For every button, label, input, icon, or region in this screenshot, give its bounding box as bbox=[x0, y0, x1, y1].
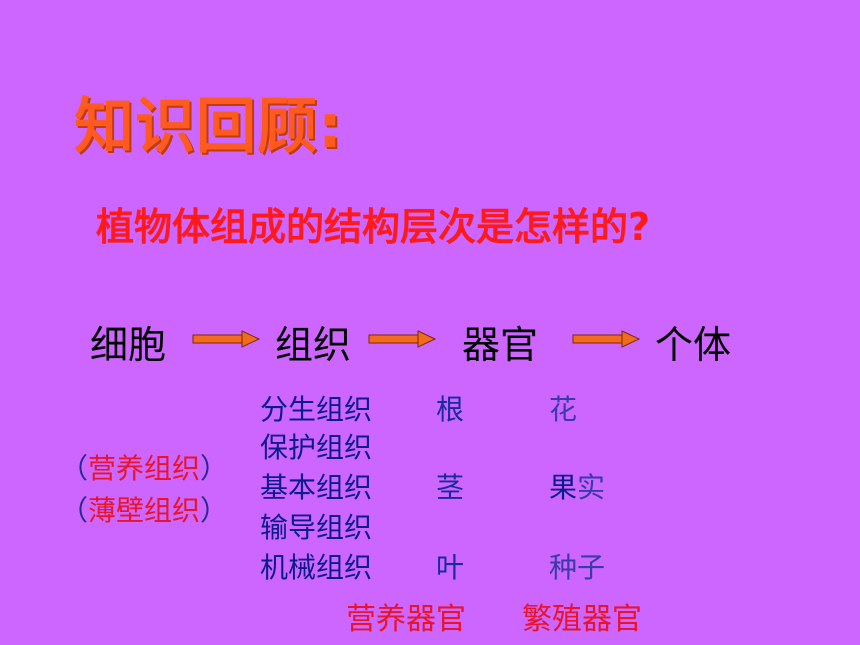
flow-arrow-icon bbox=[572, 330, 640, 348]
label-vegetative-organs: 营养器官 bbox=[346, 602, 466, 637]
flow-organ: 器官 bbox=[462, 323, 539, 367]
flow-arrow-icon bbox=[368, 330, 436, 348]
tissue-protective: 保护组织 bbox=[260, 431, 373, 464]
note-nutritive-tissue: （营养组织） bbox=[60, 452, 229, 485]
organ-fruit: 果实 bbox=[549, 471, 606, 504]
tissue-meristem: 分生组织 bbox=[260, 393, 373, 426]
flow-cell: 细胞 bbox=[90, 323, 167, 367]
organ-leaf: 叶 bbox=[436, 551, 465, 584]
flow-tissue: 组织 bbox=[275, 323, 352, 367]
organ-flower: 花 bbox=[549, 393, 578, 426]
organ-root: 根 bbox=[436, 393, 465, 426]
organ-stem: 茎 bbox=[436, 471, 465, 504]
question-heading: 植物体组成的结构层次是怎样的? bbox=[96, 205, 651, 249]
slide-title: 知识回顾: bbox=[74, 92, 343, 162]
tissue-mechanical: 机械组织 bbox=[260, 551, 373, 584]
flow-individual: 个体 bbox=[655, 323, 732, 367]
organ-seed: 种子 bbox=[549, 551, 606, 584]
tissue-ground: 基本组织 bbox=[260, 471, 373, 504]
label-reproductive-organs: 繁殖器官 bbox=[522, 602, 642, 637]
note-parenchyma: （薄壁组织） bbox=[60, 494, 229, 527]
flow-arrow-icon bbox=[192, 330, 260, 348]
tissue-conducting: 输导组织 bbox=[260, 511, 373, 544]
